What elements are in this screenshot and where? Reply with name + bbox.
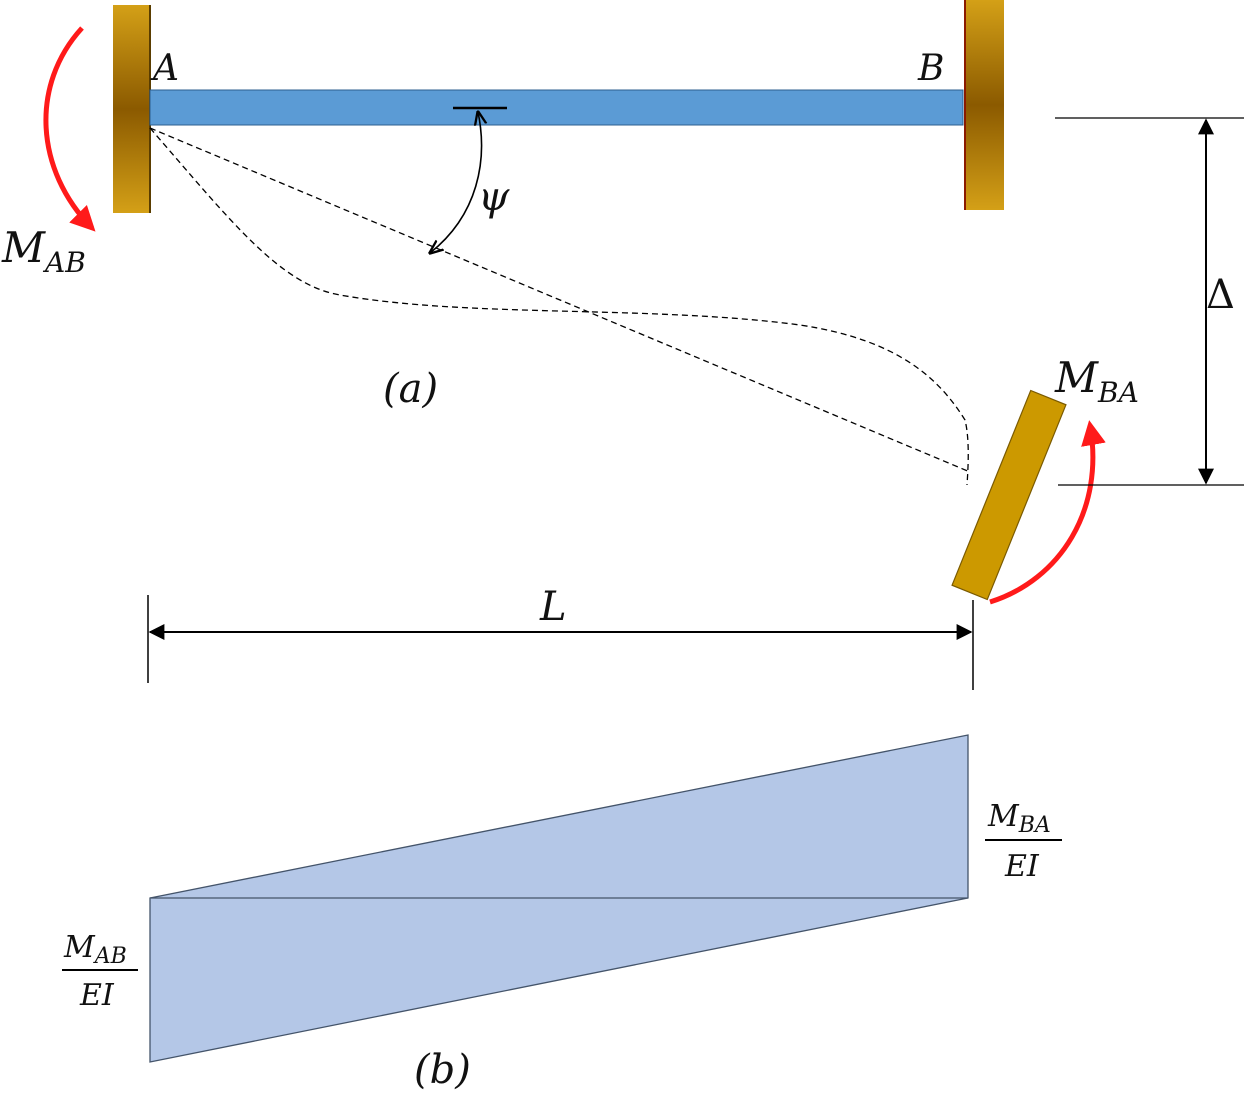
fraction-ba-denominator: EI <box>1004 849 1040 884</box>
part-b-label: (b) <box>414 1047 471 1093</box>
moment-ab-main: M <box>1 223 46 272</box>
delta-label: Δ <box>1206 272 1235 318</box>
fraction-ba-num-main: M <box>987 799 1020 834</box>
moment-ba-label: MBA <box>1054 353 1139 409</box>
chord-line <box>149 127 971 473</box>
length-label: L <box>539 584 567 630</box>
psi-rotation-arrow <box>430 112 482 253</box>
fraction-mab-over-ei: MAB EI <box>62 930 138 1013</box>
fraction-ba-numerator: MBA <box>987 799 1051 838</box>
part-a-label: (a) <box>383 366 438 412</box>
moment-ab-sub: AB <box>42 246 86 279</box>
moment-ab-arrow <box>43 26 96 232</box>
moment-ab-label: MAB <box>1 223 86 279</box>
moment-ba-sub: BA <box>1097 376 1139 409</box>
fraction-ba-num-sub: BA <box>1018 813 1051 838</box>
psi-label: ψ <box>478 174 510 220</box>
fixed-support-a <box>113 5 150 213</box>
fraction-ab-numerator: MAB <box>63 930 127 969</box>
fraction-ab-denominator: EI <box>79 978 115 1013</box>
deflected-elastic-curve <box>149 127 969 486</box>
fraction-ab-num-sub: AB <box>93 944 127 969</box>
node-b-label: B <box>917 48 944 89</box>
fraction-mba-over-ei: MBA EI <box>985 799 1062 884</box>
moment-ba-arrow <box>989 420 1106 605</box>
rotated-support-b <box>951 389 1067 601</box>
fraction-ab-num-main: M <box>63 930 96 965</box>
moment-ba-main: M <box>1054 353 1099 402</box>
fixed-support-b <box>965 0 1004 210</box>
node-a-label: A <box>150 48 179 89</box>
beam-ab <box>149 89 964 126</box>
